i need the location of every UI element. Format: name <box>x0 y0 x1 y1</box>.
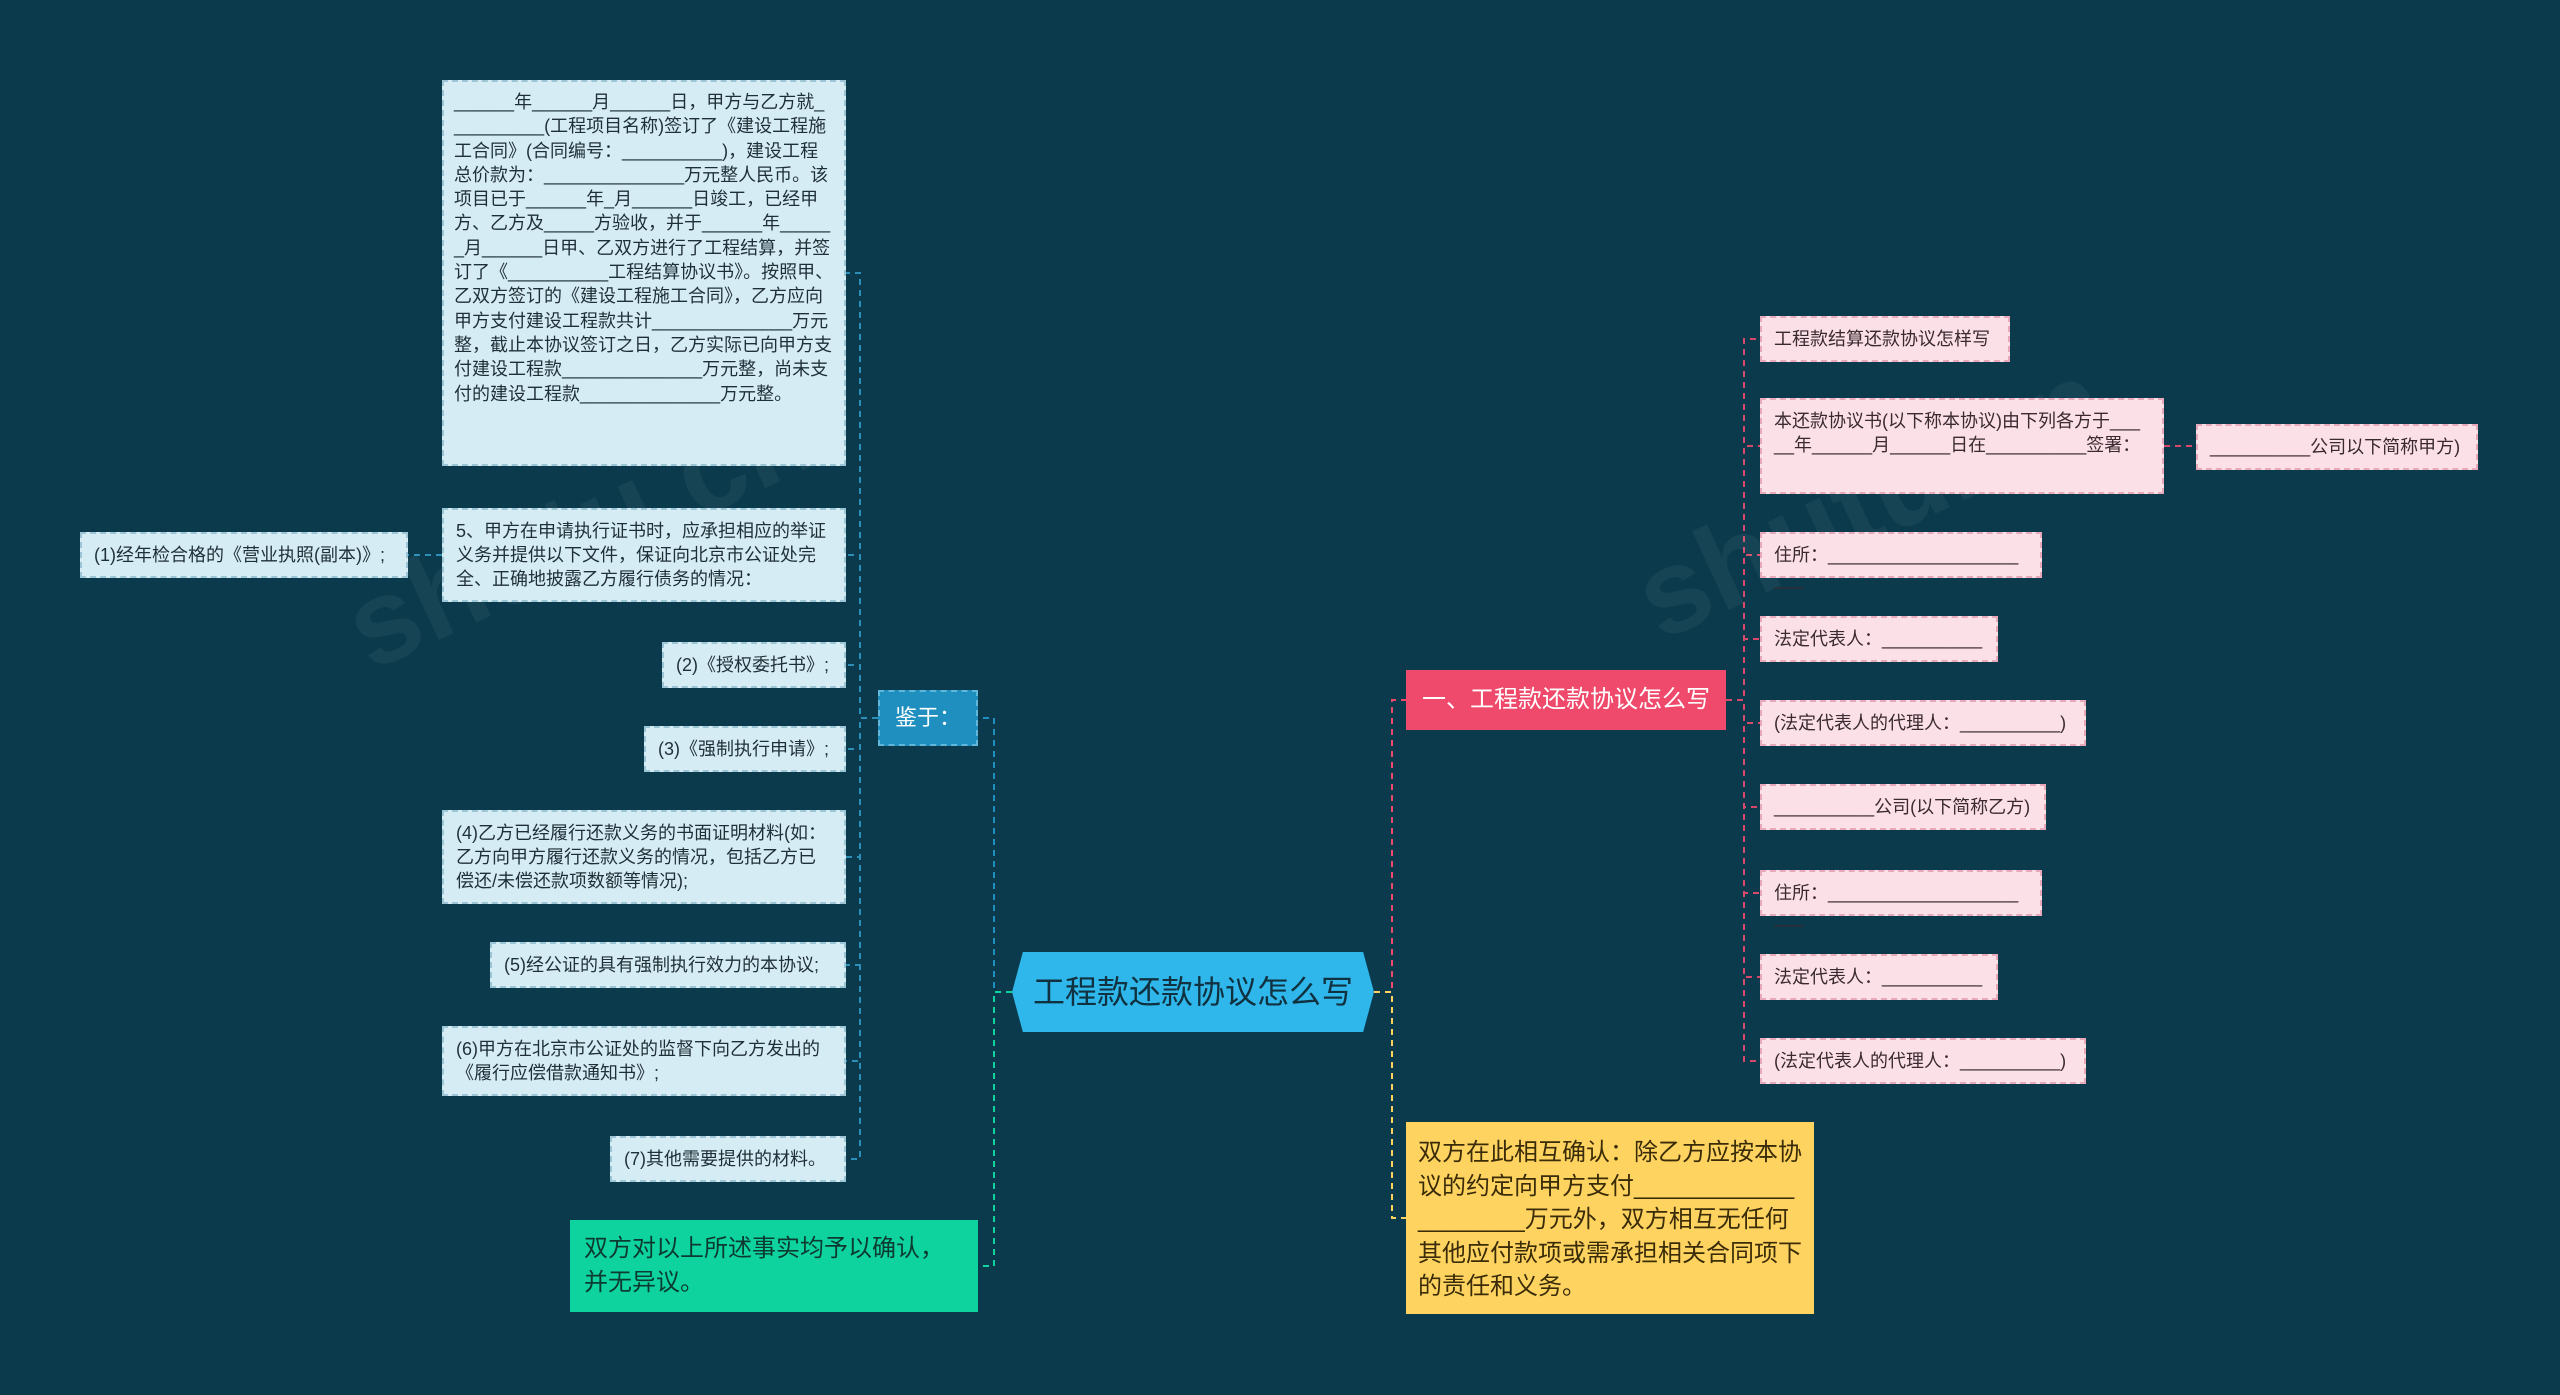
right-item-3[interactable]: 住所：______________________ <box>1760 532 2042 589</box>
branch-one[interactable]: 一、工程款还款协议怎么写 <box>1406 670 1726 730</box>
link-root-yellow <box>1374 991 1406 1219</box>
right-item-1[interactable]: 工程款结算还款协议怎样写 <box>1760 316 2010 362</box>
link-root-one <box>1374 699 1406 993</box>
right-item-6[interactable]: __________公司(以下简称乙方) <box>1760 784 2046 830</box>
left-item-1[interactable]: ______年______月______日，甲方与乙方就__________(工… <box>442 80 846 466</box>
right-item-8[interactable]: 法定代表人：__________ <box>1760 954 1998 1000</box>
left-item-4[interactable]: (3)《强制执行申请》; <box>644 726 846 772</box>
link-root-green <box>978 991 1012 1267</box>
right-sub-item[interactable]: __________公司以下简称甲方) <box>2196 424 2478 470</box>
link-jianyu-item-8 <box>846 717 878 1160</box>
right-yellow-note[interactable]: 双方在此相互确认：除乙方应按本协议的约定向甲方支付_______________… <box>1406 1122 1814 1314</box>
left-item-6[interactable]: (5)经公证的具有强制执行效力的本协议; <box>490 942 846 988</box>
left-green-note[interactable]: 双方对以上所述事实均予以确认，并无异议。 <box>570 1220 978 1312</box>
left-item-2[interactable]: 5、甲方在申请执行证书时，应承担相应的举证义务并提供以下文件，保证向北京市公证处… <box>442 508 846 602</box>
left-item-8[interactable]: (7)其他需要提供的材料。 <box>610 1136 846 1182</box>
link-jianyu-item-2 <box>846 554 878 719</box>
left-item-3[interactable]: (2)《授权委托书》; <box>662 642 846 688</box>
link-jianyu-item-7 <box>846 717 878 1062</box>
link-jianyu-item-1 <box>846 272 878 719</box>
left-sub-item[interactable]: (1)经年检合格的《营业执照(副本)》; <box>80 532 408 578</box>
right-item-5[interactable]: (法定代表人的代理人：__________) <box>1760 700 2086 746</box>
link-one-item-3 <box>1726 554 1760 701</box>
link-one-item-9 <box>1726 699 1760 1062</box>
link-one-item-4 <box>1726 638 1760 701</box>
left-item-7[interactable]: (6)甲方在北京市公证处的监督下向乙方发出的《履行应偿借款通知书》; <box>442 1026 846 1096</box>
link-jianyu-item-3 <box>846 664 878 719</box>
right-item-9[interactable]: (法定代表人的代理人：__________) <box>1760 1038 2086 1084</box>
right-item-7[interactable]: 住所：______________________ <box>1760 870 2042 927</box>
link-jianyu-item-4 <box>846 717 878 750</box>
link-one-item-5 <box>1726 699 1760 724</box>
right-item-2[interactable]: 本还款协议书(以下称本协议)由下列各方于_____年______月______日… <box>1760 398 2164 494</box>
root-node[interactable]: 工程款还款协议怎么写 <box>1012 952 1374 1032</box>
right-item-4[interactable]: 法定代表人：__________ <box>1760 616 1998 662</box>
left-item-5[interactable]: (4)乙方已经履行还款义务的书面证明材料(如：乙方向甲方履行还款义务的情况，包括… <box>442 810 846 904</box>
link-root-jianyu <box>978 717 1012 993</box>
link-jianyu-item-6 <box>846 717 878 966</box>
branch-jianyu[interactable]: 鉴于： <box>878 690 978 746</box>
link-jianyu-item-5 <box>846 717 878 858</box>
